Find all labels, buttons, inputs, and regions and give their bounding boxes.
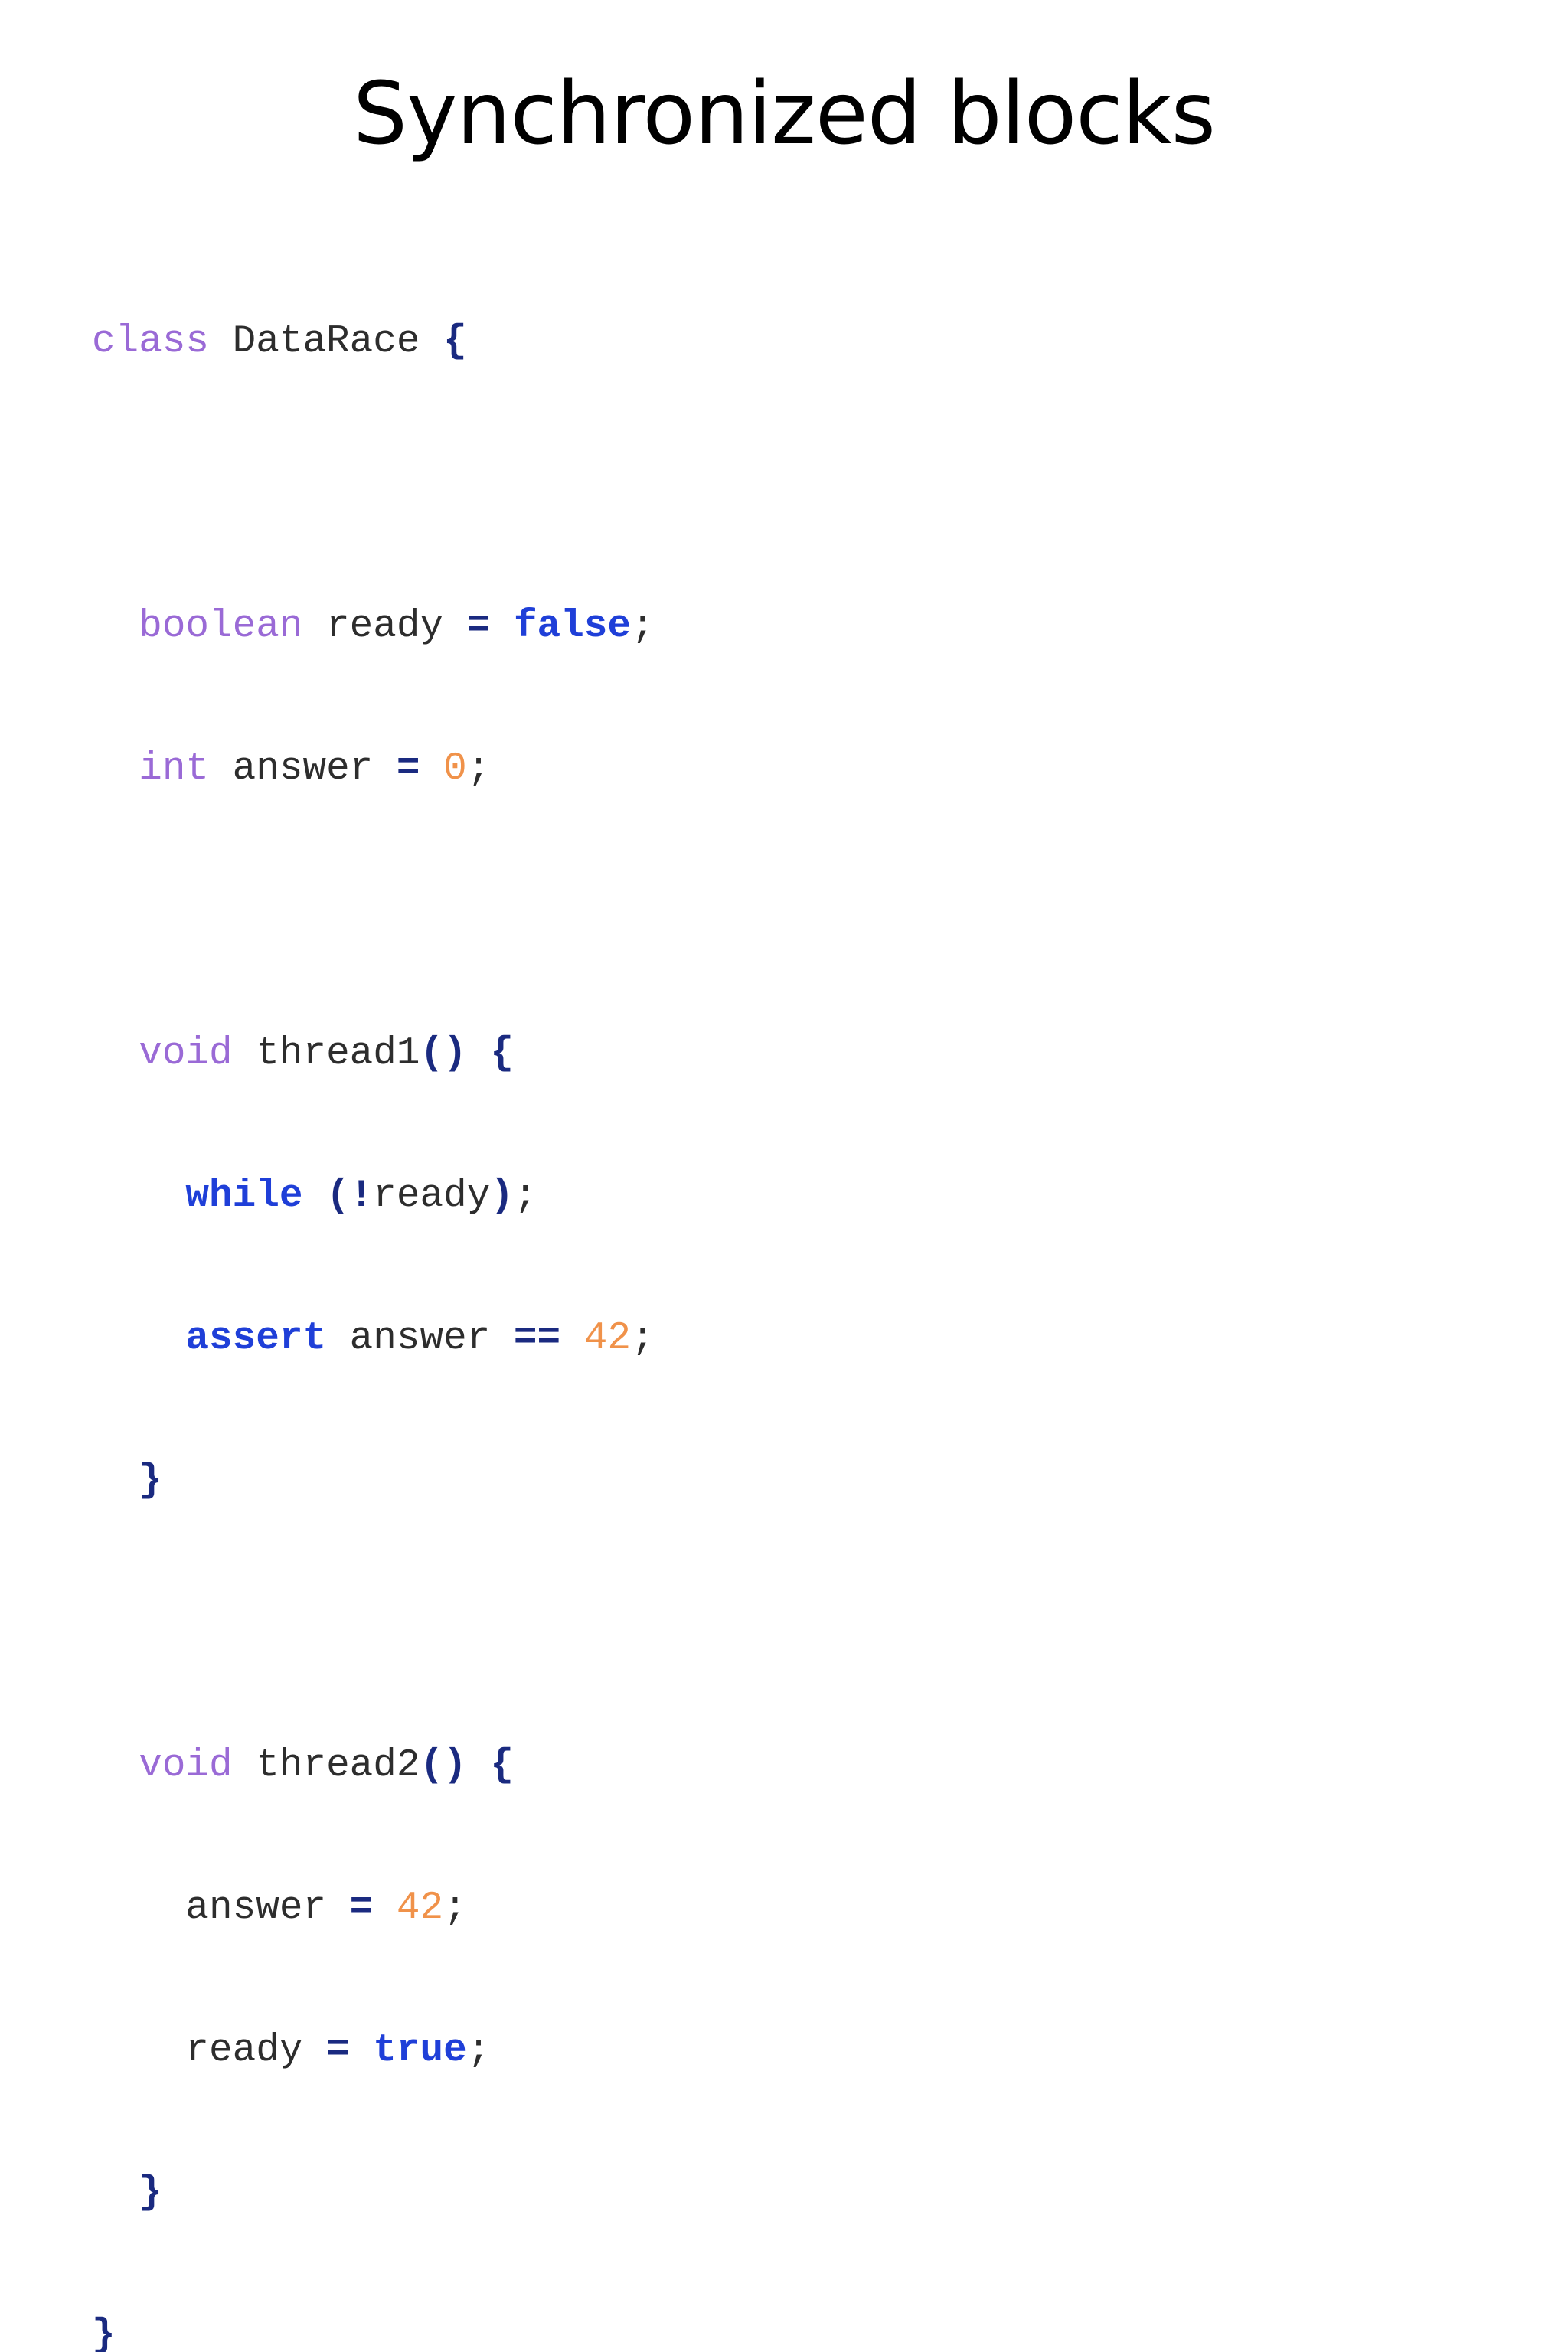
- keyword-class: class: [92, 320, 210, 364]
- class-name: DataRace: [232, 320, 420, 364]
- code-line-ready-field: boolean ready = false;: [92, 603, 655, 651]
- keyword-void: void: [139, 1032, 233, 1076]
- parens: (): [420, 1032, 467, 1076]
- keyword-int: int: [139, 747, 210, 791]
- keyword-void: void: [139, 1744, 233, 1788]
- keyword-assert: assert: [185, 1317, 327, 1361]
- keyword-boolean: boolean: [139, 605, 303, 648]
- literal-42: 42: [396, 1886, 444, 1930]
- close-brace: }: [139, 1459, 162, 1503]
- semicolon: ;: [466, 747, 491, 791]
- identifier-answer: answer: [185, 1886, 327, 1930]
- identifier-answer: answer: [349, 1317, 491, 1361]
- code-line-close-thread2: }: [92, 2170, 655, 2217]
- code-line-thread1-decl: void thread1() {: [92, 1031, 655, 1078]
- open-brace: {: [490, 1744, 514, 1788]
- open-brace: {: [490, 1032, 514, 1076]
- operator-assign: =: [349, 1886, 374, 1930]
- operator-assign: =: [466, 605, 491, 648]
- code-line-thread2-decl: void thread2() {: [92, 1743, 655, 1790]
- open-paren-not: (!: [326, 1174, 374, 1218]
- semicolon: ;: [466, 2029, 491, 2073]
- open-brace: {: [443, 320, 467, 364]
- identifier-ready: ready: [185, 2029, 303, 2073]
- literal-42: 42: [583, 1317, 631, 1361]
- code-line-answer-field: int answer = 0;: [92, 746, 655, 793]
- code-line-assert: assert answer == 42;: [92, 1315, 655, 1363]
- close-paren: ): [490, 1174, 514, 1218]
- identifier-ready: ready: [326, 605, 444, 648]
- code-block: class DataRace { boolean ready = false; …: [92, 224, 655, 2352]
- slide: Synchronized blocks class DataRace { boo…: [92, 64, 1217, 2352]
- semicolon: ;: [630, 605, 655, 648]
- semicolon: ;: [630, 1317, 655, 1361]
- keyword-while: while: [185, 1174, 303, 1218]
- code-line-close-class: }: [92, 2312, 655, 2352]
- code-line-while: while (!ready);: [92, 1173, 655, 1220]
- operator-equals: ==: [513, 1317, 561, 1361]
- blank-line: [92, 1600, 655, 1648]
- close-brace: }: [139, 2171, 162, 2215]
- identifier-answer: answer: [232, 747, 374, 791]
- identifier-ready: ready: [373, 1174, 491, 1218]
- semicolon: ;: [513, 1174, 537, 1218]
- slide-title: Synchronized blocks: [352, 64, 1216, 164]
- method-name-thread2: thread2: [256, 1744, 420, 1788]
- semicolon: ;: [443, 1886, 467, 1930]
- blank-line: [92, 461, 655, 508]
- close-brace: }: [92, 2314, 116, 2352]
- literal-false: false: [513, 605, 631, 648]
- operator-assign: =: [396, 747, 420, 791]
- method-name-thread1: thread1: [256, 1032, 420, 1076]
- code-line-close-thread1: }: [92, 1458, 655, 1505]
- blank-line: [92, 888, 655, 936]
- literal-zero: 0: [443, 747, 467, 791]
- code-line-assign-ready: ready = true;: [92, 2027, 655, 2075]
- operator-assign: =: [326, 2029, 350, 2073]
- parens: (): [420, 1744, 467, 1788]
- code-line-class: class DataRace {: [92, 318, 655, 366]
- literal-true: true: [373, 2029, 467, 2073]
- code-line-assign-answer: answer = 42;: [92, 1885, 655, 1932]
